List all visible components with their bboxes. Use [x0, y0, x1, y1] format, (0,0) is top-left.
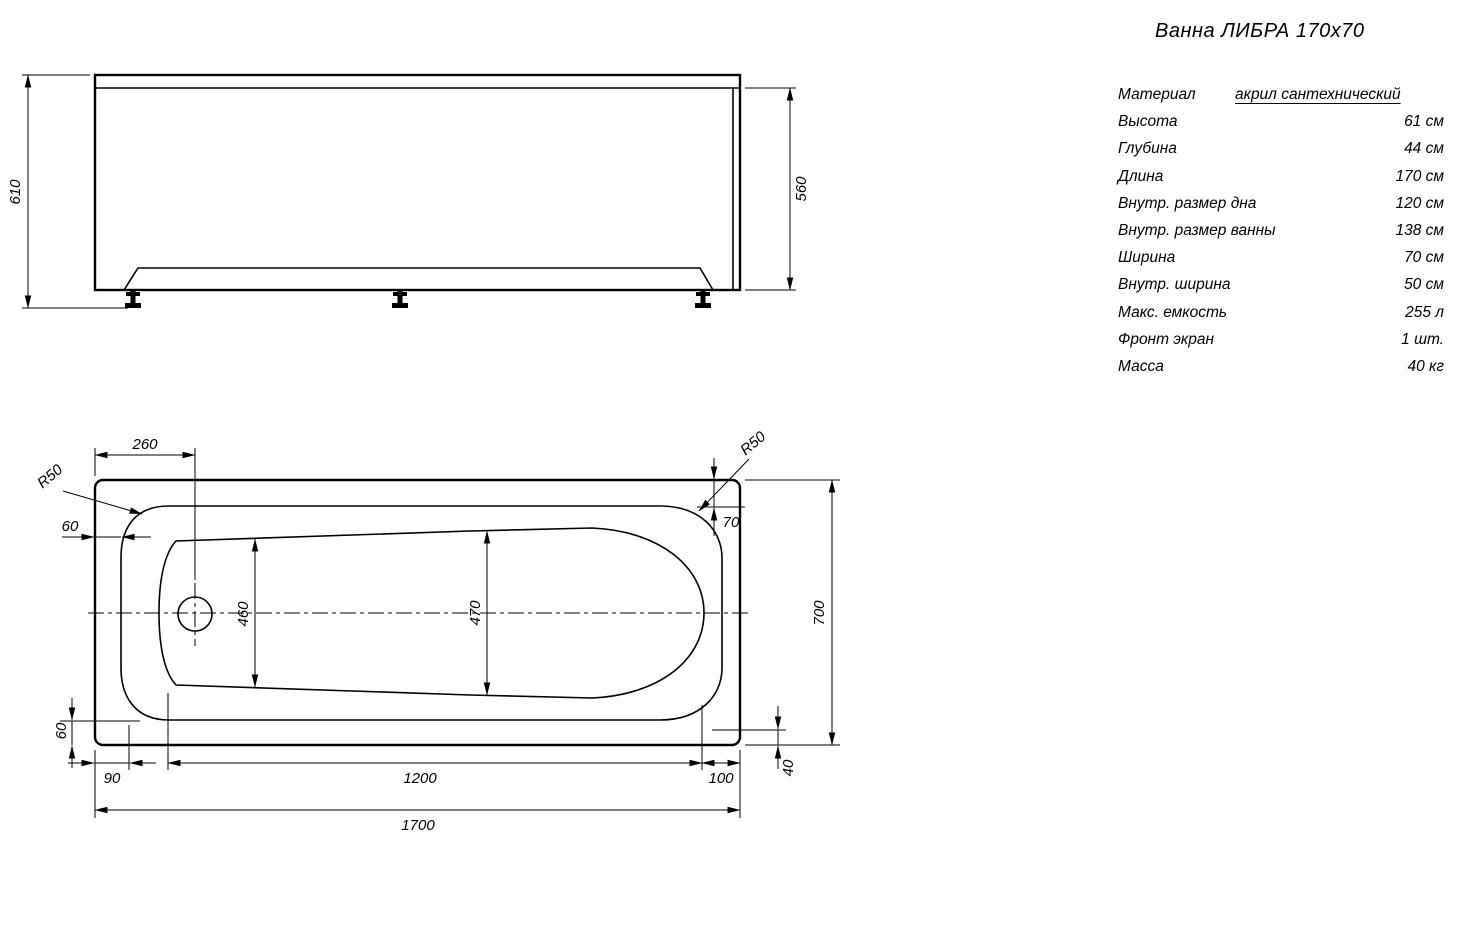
- side-view: 610 560: [7, 73, 810, 309]
- dim-label-610: 610: [7, 179, 24, 205]
- spec-row-width: Ширина 70 см: [1118, 249, 1444, 276]
- spec-row-depth: Глубина 44 см: [1118, 140, 1444, 167]
- dim-label-60-top: 60: [62, 518, 79, 535]
- dim-label-470: 470: [467, 600, 484, 626]
- dim-gap-right-bottom: 40: [712, 706, 797, 776]
- spec-value: 255 л: [1405, 303, 1444, 321]
- foot-right: [695, 290, 711, 308]
- dim-label-1200: 1200: [403, 770, 437, 787]
- dim-floor-width-left: 460: [235, 538, 259, 688]
- tub-side-outline: [93, 73, 742, 292]
- spec-label: Внутр. размер ванны: [1118, 221, 1276, 239]
- dim-label-1700: 1700: [401, 817, 435, 834]
- spec-value: 44 см: [1404, 140, 1444, 158]
- spec-label: Фронт экран: [1118, 330, 1215, 348]
- spec-row-inner-size: Внутр. размер ванны 138 см: [1118, 222, 1444, 249]
- dim-gap-left-bottom: 60: [53, 698, 140, 768]
- dim-label-100: 100: [708, 770, 734, 787]
- spec-row-capacity: Макс. емкость 255 л: [1118, 304, 1444, 331]
- spec-value: 170 см: [1395, 167, 1444, 185]
- floor-contour: [158, 527, 705, 699]
- plan-view: 260 R50 R50 60: [34, 428, 840, 834]
- spec-label: Глубина: [1118, 140, 1177, 158]
- dim-label-560: 560: [793, 176, 810, 202]
- spec-value: акрил сантехнический: [1235, 86, 1401, 103]
- dim-label-700: 700: [811, 600, 828, 626]
- dim-bottom-chain: 90 1200 100: [68, 693, 741, 818]
- dim-drain-offset: 260: [94, 436, 196, 580]
- spec-value: 50 см: [1404, 276, 1444, 294]
- spec-label: Высота: [1118, 113, 1178, 131]
- spec-value: 138 см: [1395, 221, 1444, 239]
- spec-row-inner-width: Внутр. ширина 50 см: [1118, 276, 1444, 303]
- dim-length-overall: 1700: [94, 806, 741, 834]
- dim-floor-width-right: 470: [467, 530, 491, 696]
- apron-bottom-line: [123, 267, 714, 291]
- drawing-title: Ванна ЛИБРА 170х70: [1155, 20, 1365, 42]
- dim-width-overall: 700: [745, 479, 840, 746]
- dim-label-460: 460: [235, 601, 252, 627]
- foot-center: [392, 290, 408, 308]
- dim-label-260: 260: [131, 436, 158, 453]
- spec-label: Ширина: [1118, 249, 1176, 267]
- spec-value: 120 см: [1395, 194, 1444, 212]
- dim-label-70: 70: [723, 514, 740, 531]
- spec-row-length: Длина 170 см: [1118, 168, 1444, 195]
- dim-side-height-total: 610: [7, 74, 128, 309]
- dim-label-40: 40: [780, 759, 797, 776]
- spec-label: Макс. емкость: [1118, 303, 1228, 321]
- spec-value: 70 см: [1404, 249, 1444, 267]
- spec-row-front-panel: Фронт экран 1 шт.: [1118, 331, 1444, 358]
- dim-label-r50-right: R50: [737, 428, 770, 459]
- spec-label: Внутр. ширина: [1118, 276, 1231, 294]
- spec-row-inner-bottom: Внутр. размер дна 120 см: [1118, 195, 1444, 222]
- spec-label: Масса: [1118, 357, 1164, 375]
- spec-value: 1 шт.: [1401, 330, 1444, 348]
- dim-label-90: 90: [104, 770, 121, 787]
- dim-gap-left-top: 60: [62, 518, 151, 541]
- dim-side-height-body: 560: [745, 87, 810, 291]
- spec-row-material: Материал акрил сантехнический: [1118, 86, 1444, 113]
- dim-radius-right: R50: [698, 428, 770, 512]
- dim-gap-right-top: 70: [697, 458, 745, 536]
- dim-label-60-bottom: 60: [53, 722, 70, 739]
- spec-label: Внутр. размер дна: [1118, 194, 1257, 212]
- spec-row-mass: Масса 40 кг: [1118, 358, 1444, 385]
- spec-value: 40 кг: [1407, 357, 1444, 375]
- spec-table: Материал акрил сантехнический Высота 61 …: [1118, 86, 1444, 385]
- dim-label-r50-left: R50: [34, 461, 67, 492]
- spec-value: 61 см: [1404, 113, 1444, 131]
- spec-row-height: Высота 61 см: [1118, 113, 1444, 140]
- dim-radius-left: R50: [34, 461, 143, 515]
- spec-label: Длина: [1118, 167, 1164, 185]
- foot-left: [125, 290, 141, 308]
- spec-label: Материал: [1118, 86, 1196, 103]
- rim-contour: [120, 505, 723, 721]
